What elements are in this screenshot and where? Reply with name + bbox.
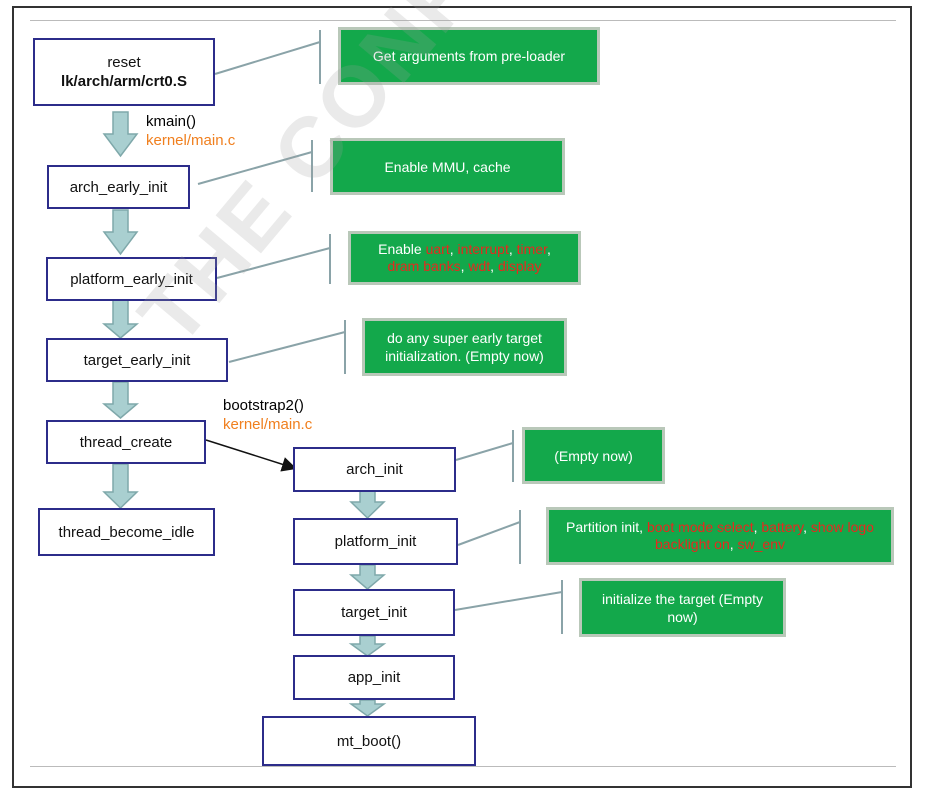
down-arrow-7 xyxy=(348,564,387,590)
box-thread-create: thread_create xyxy=(46,420,206,464)
kmain-label: kmain() kernel/main.c xyxy=(146,113,236,149)
box-platform-init: platform_init xyxy=(293,518,458,565)
down-arrow-4 xyxy=(101,381,140,419)
diagram-frame xyxy=(12,6,912,788)
note-arch-early-init: Enable MMU, cache xyxy=(330,138,565,195)
note-platform-init: Partition init, boot mode select, batter… xyxy=(546,507,894,565)
bootstrap2-label: bootstrap2() kernel/main.c xyxy=(223,397,313,433)
down-arrow-2 xyxy=(102,209,139,256)
box-target-early-init: target_early_init xyxy=(46,338,228,382)
box-thread-become-idle: thread_become_idle xyxy=(38,508,215,556)
down-arrow-1 xyxy=(102,111,139,158)
down-arrow-9 xyxy=(348,699,387,717)
note-platform-early-init: Enable uart, interrupt, timer, dram bank… xyxy=(348,231,581,285)
down-arrow-3 xyxy=(101,299,140,339)
box-reset: reset lk/arch/arm/crt0.S xyxy=(33,38,215,106)
down-arrow-5 xyxy=(102,463,139,510)
down-arrow-8 xyxy=(348,635,387,657)
box-app-init: app_init xyxy=(293,655,455,700)
note-arch-init: (Empty now) xyxy=(522,427,665,484)
crt0-path: lk/arch/arm/crt0.S xyxy=(61,73,187,90)
reset-label: reset xyxy=(107,54,141,71)
box-platform-early-init: platform_early_init xyxy=(46,257,217,301)
box-arch-early-init: arch_early_init xyxy=(47,165,190,209)
box-mt-boot: mt_boot() xyxy=(262,716,476,766)
note-target-init: initialize the target (Empty now) xyxy=(579,578,786,637)
box-arch-init: arch_init xyxy=(293,447,456,492)
note-reset: Get arguments from pre-loader xyxy=(338,27,600,85)
box-target-init: target_init xyxy=(293,589,455,636)
diagram-canvas xyxy=(30,20,896,767)
down-arrow-6 xyxy=(349,489,386,520)
note-target-early-init: do any super early target initialization… xyxy=(362,318,567,376)
bootstrap-arrow xyxy=(205,439,297,472)
